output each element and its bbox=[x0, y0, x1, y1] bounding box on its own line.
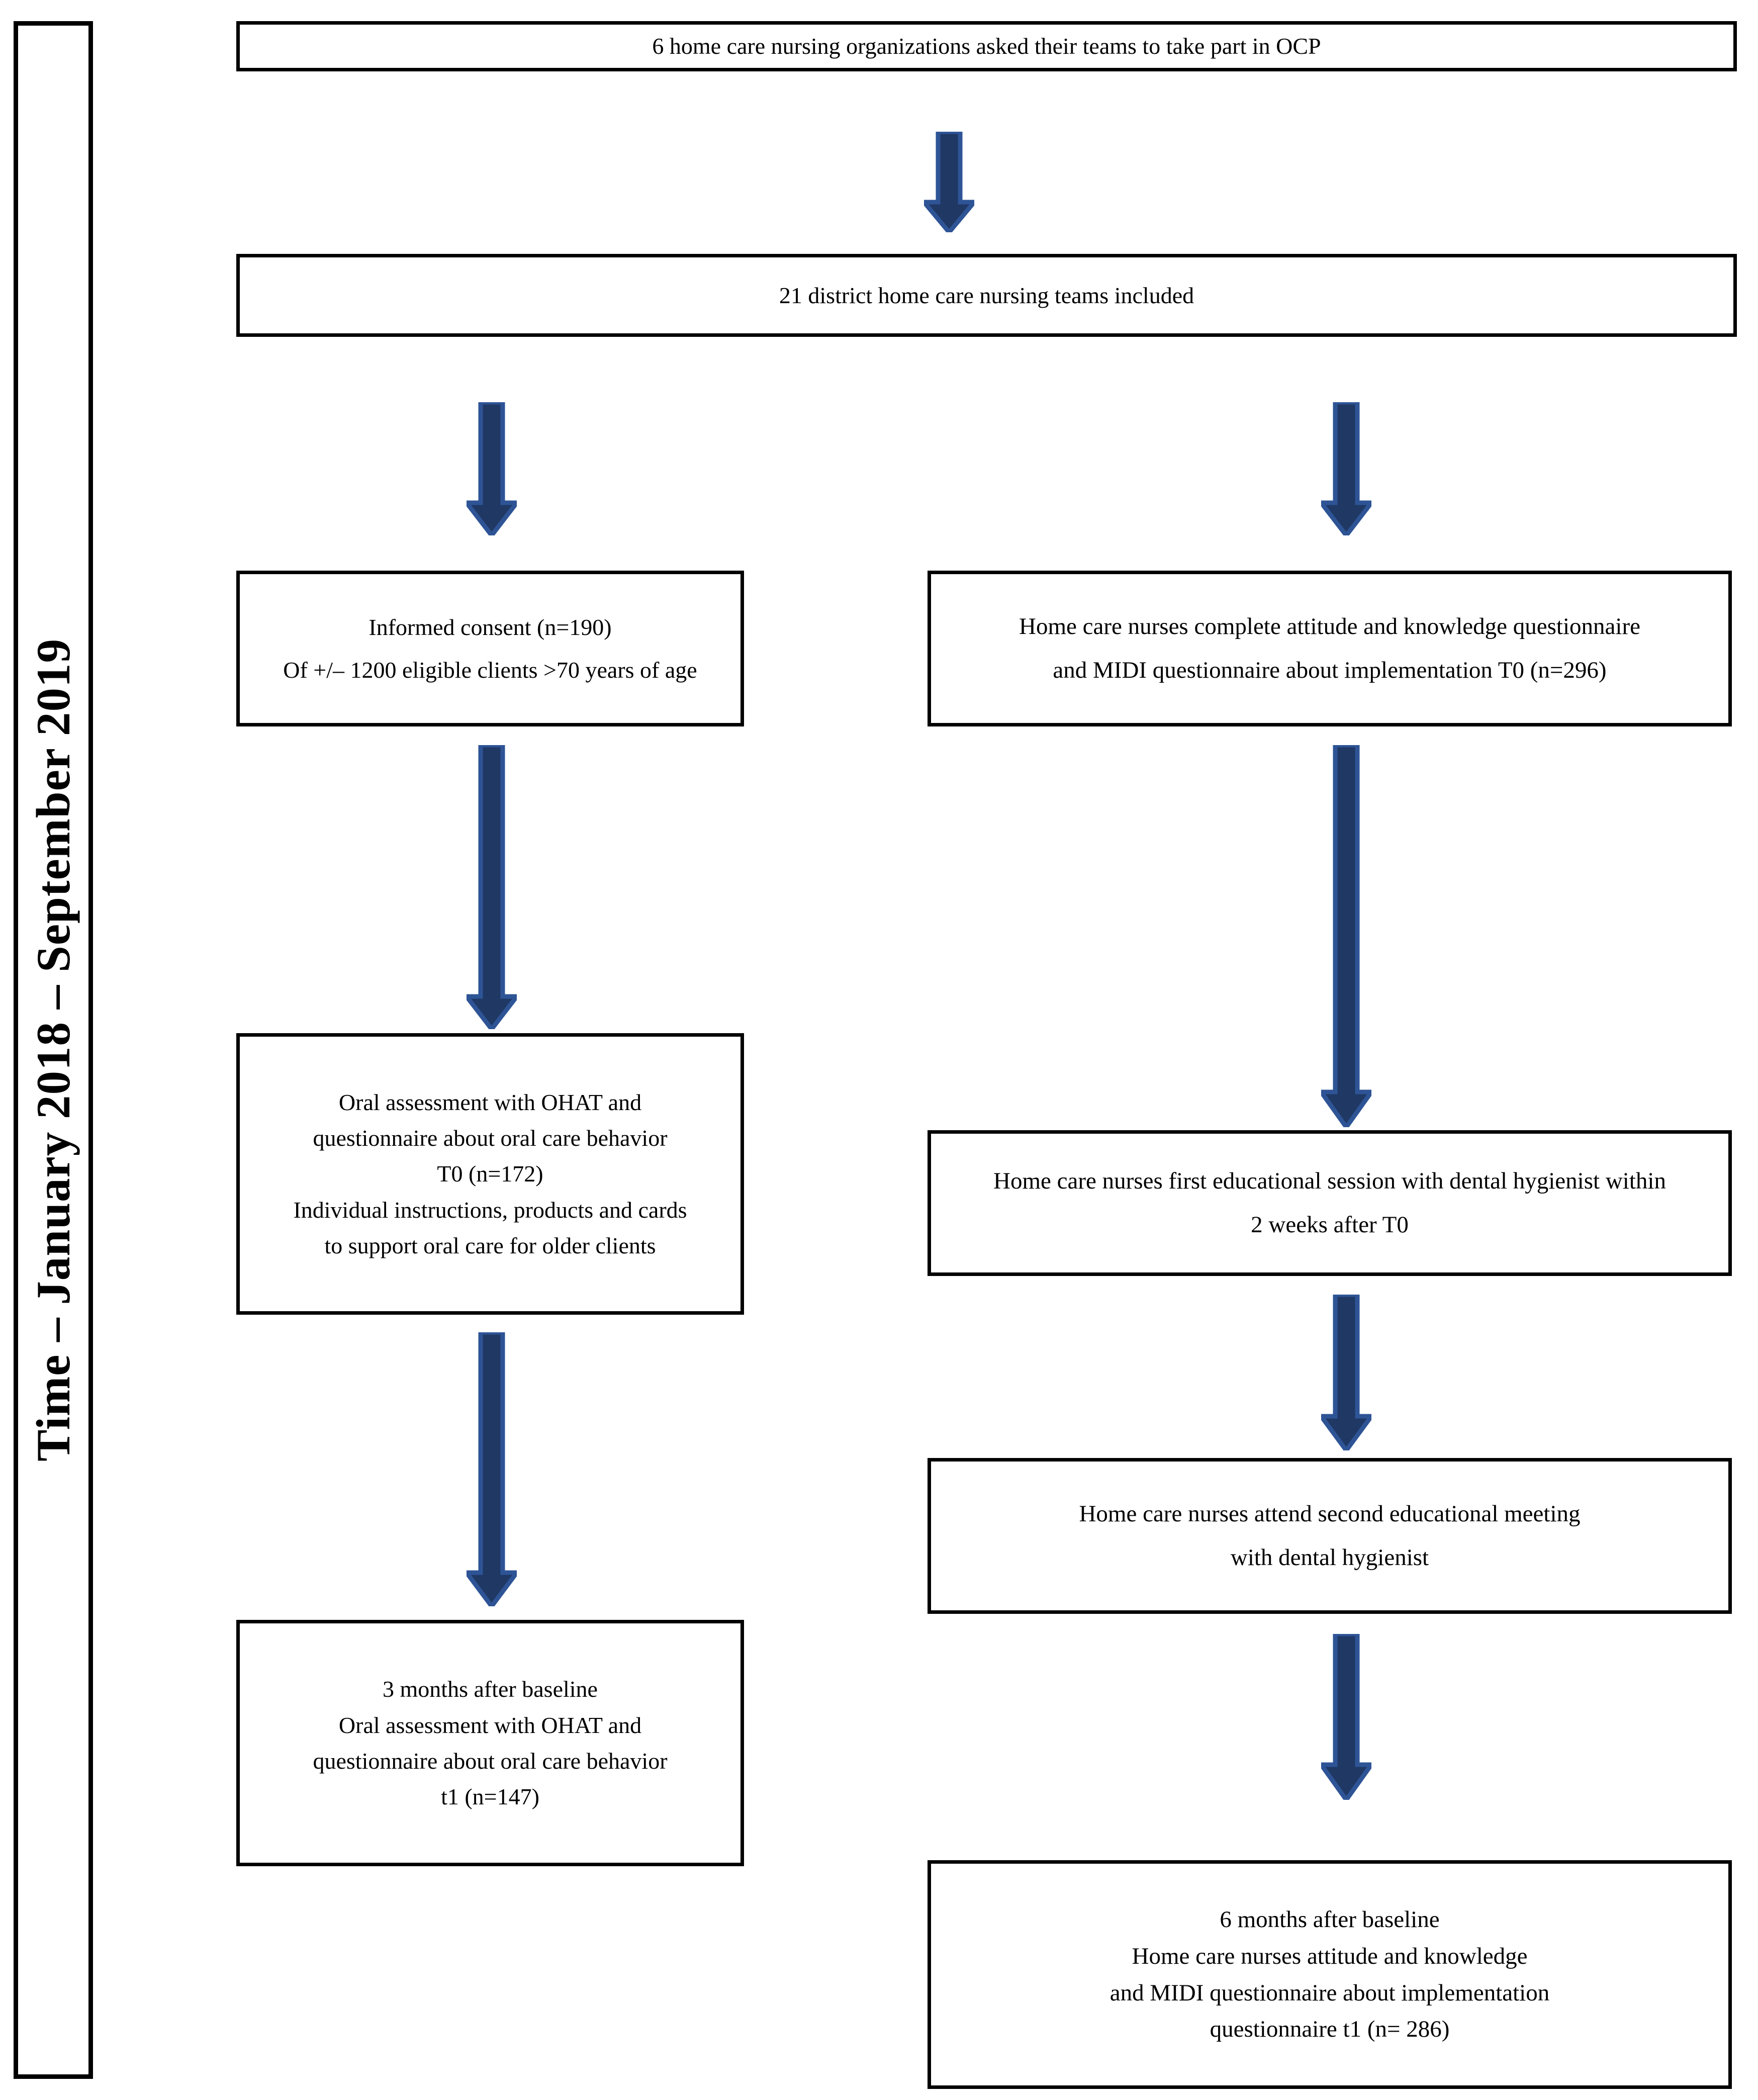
arrow-consent-to-oral-t0 bbox=[467, 745, 517, 1029]
node-teams-included: 21 district home care nursing teams incl… bbox=[236, 254, 1737, 337]
down-arrow-icon bbox=[467, 402, 517, 535]
node-oral-assessment-t0-line-0: Oral assessment with OHAT and bbox=[338, 1089, 642, 1115]
node-organizations-line-0: 6 home care nursing organizations asked … bbox=[652, 33, 1321, 59]
node-organizations: 6 home care nursing organizations asked … bbox=[236, 21, 1737, 71]
node-nurses-questionnaire-t1-line-1: Home care nurses attitude and knowledge bbox=[1132, 1943, 1528, 1969]
arrow-oral-t0-to-oral-t1 bbox=[467, 1332, 517, 1606]
node-oral-assessment-t0-line-3: Individual instructions, products and ca… bbox=[293, 1197, 687, 1223]
timeline-label-wrap: Time – January 2018 – September 2019 bbox=[18, 26, 88, 2074]
node-oral-assessment-t0-line-2: T0 (n=172) bbox=[437, 1161, 543, 1187]
node-teams-included-line-0: 21 district home care nursing teams incl… bbox=[779, 282, 1194, 308]
node-oral-assessment-t1-line-3: t1 (n=147) bbox=[441, 1784, 539, 1810]
down-arrow-icon bbox=[1321, 745, 1371, 1127]
node-first-educational-session: Home care nurses first educational sessi… bbox=[928, 1130, 1732, 1276]
arrow-teams-to-consent bbox=[467, 402, 517, 535]
node-nurses-questionnaire-t1-line-2: and MIDI questionnaire about implementat… bbox=[1109, 1979, 1550, 2006]
node-oral-assessment-t0-line-1: questionnaire about oral care behavior bbox=[313, 1125, 668, 1151]
node-nurses-questionnaire-t0: Home care nurses complete attitude and k… bbox=[928, 571, 1732, 726]
arrow-top-to-teams bbox=[924, 132, 974, 232]
node-second-educational-meeting-line-1: with dental hygienist bbox=[1230, 1544, 1429, 1571]
timeline-label: Time – January 2018 – September 2019 bbox=[26, 638, 80, 1462]
node-nurses-questionnaire-t1-line-0: 6 months after baseline bbox=[1220, 1906, 1440, 1933]
arrow-session1-to-session2 bbox=[1321, 1295, 1371, 1450]
node-oral-assessment-t1-line-2: questionnaire about oral care behavior bbox=[313, 1748, 668, 1774]
node-first-educational-session-line-0: Home care nurses first educational sessi… bbox=[993, 1168, 1666, 1195]
node-second-educational-meeting: Home care nurses attend second education… bbox=[928, 1458, 1732, 1614]
node-nurses-questionnaire-t0-line-1: and MIDI questionnaire about implementat… bbox=[1053, 657, 1607, 683]
node-oral-assessment-t0: Oral assessment with OHAT and questionna… bbox=[236, 1033, 744, 1315]
down-arrow-icon bbox=[1321, 1295, 1371, 1450]
node-informed-consent-line-0: Informed consent (n=190) bbox=[368, 614, 612, 640]
down-arrow-icon bbox=[467, 745, 517, 1029]
down-arrow-icon bbox=[467, 1332, 517, 1606]
arrow-nurses-t0-to-session1 bbox=[1321, 745, 1371, 1127]
timeline-sidebar: Time – January 2018 – September 2019 bbox=[14, 21, 93, 2079]
arrow-session2-to-nurses-t1 bbox=[1321, 1634, 1371, 1800]
node-nurses-questionnaire-t0-line-0: Home care nurses complete attitude and k… bbox=[1019, 613, 1640, 640]
down-arrow-icon bbox=[1321, 1634, 1371, 1800]
down-arrow-icon bbox=[924, 132, 974, 232]
node-oral-assessment-t1: 3 months after baseline Oral assessment … bbox=[236, 1620, 744, 1866]
arrow-teams-to-nurses-t0 bbox=[1321, 402, 1371, 535]
down-arrow-icon bbox=[1321, 402, 1371, 535]
node-first-educational-session-line-1: 2 weeks after T0 bbox=[1251, 1212, 1409, 1238]
node-nurses-questionnaire-t1: 6 months after baseline Home care nurses… bbox=[928, 1860, 1732, 2089]
node-informed-consent-line-1: Of +/– 1200 eligible clients >70 years o… bbox=[283, 657, 697, 683]
node-second-educational-meeting-line-0: Home care nurses attend second education… bbox=[1079, 1501, 1581, 1527]
node-oral-assessment-t1-line-0: 3 months after baseline bbox=[383, 1676, 598, 1702]
node-oral-assessment-t0-line-4: to support oral care for older clients bbox=[324, 1232, 656, 1258]
node-oral-assessment-t1-line-1: Oral assessment with OHAT and bbox=[338, 1712, 642, 1738]
node-informed-consent: Informed consent (n=190) Of +/– 1200 eli… bbox=[236, 571, 744, 726]
node-nurses-questionnaire-t1-line-3: questionnaire t1 (n= 286) bbox=[1210, 2016, 1450, 2043]
